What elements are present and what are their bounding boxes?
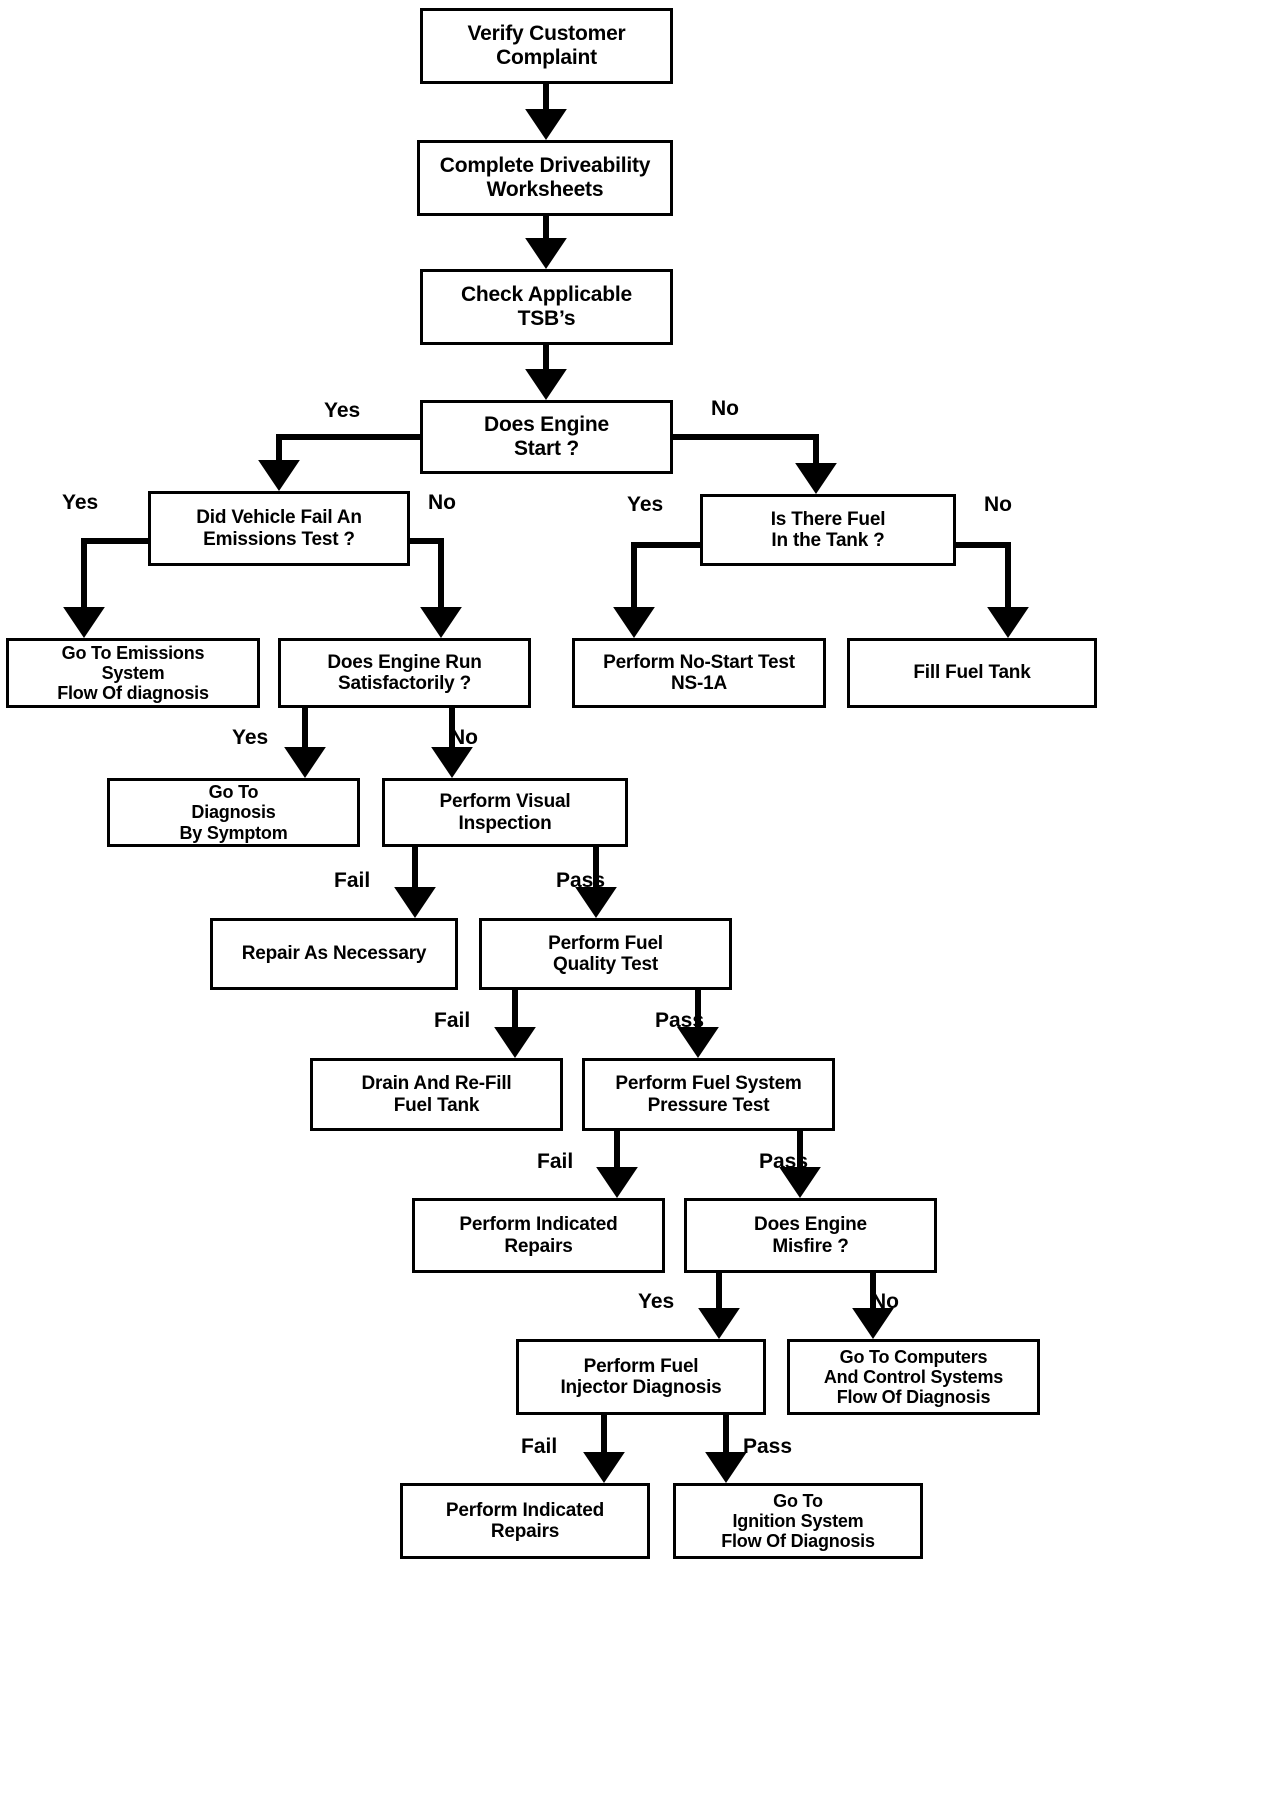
connector-e9 xyxy=(956,542,1029,638)
node-label-no_start_test: Perform No-Start Test NS-1A xyxy=(603,651,795,694)
node-fuel_in_tank[interactable]: Is There Fuel In the Tank ? xyxy=(700,494,956,566)
node-label-fuel_pressure_test: Perform Fuel System Pressure Test xyxy=(615,1073,802,1116)
edge-label-lbl_yes_misfire: Yes xyxy=(638,1290,675,1313)
node-goto_ignition[interactable]: Go To Ignition System Flow Of Diagnosis xyxy=(673,1483,923,1559)
node-label-repair_necessary: Repair As Necessary xyxy=(241,943,427,965)
node-label-check_tsb: Check Applicable TSB’s xyxy=(460,283,633,330)
node-label-goto_ignition: Go To Ignition System Flow Of Diagnosis xyxy=(721,1490,875,1552)
node-fuel_quality_test[interactable]: Perform Fuel Quality Test xyxy=(479,918,732,990)
node-indicated_repairs_1[interactable]: Perform Indicated Repairs xyxy=(412,1198,665,1273)
node-label-goto_computers: Go To Computers And Control Systems Flow… xyxy=(823,1346,1004,1408)
edge-label-lbl_fail_quality: Fail xyxy=(434,1009,471,1032)
connector-e7 xyxy=(410,538,462,638)
node-label-verify_complaint: Verify Customer Complaint xyxy=(467,22,626,69)
node-label-driveability_sheets: Complete Driveability Worksheets xyxy=(439,154,651,201)
edge-label-lbl_yes_emissions: Yes xyxy=(62,491,99,514)
node-label-fuel_quality_test: Perform Fuel Quality Test xyxy=(548,932,663,975)
node-label-fuel_in_tank: Is There Fuel In the Tank ? xyxy=(770,508,886,551)
node-engine_run_sat[interactable]: Does Engine Run Satisfactorily ? xyxy=(278,638,531,708)
connector-e5 xyxy=(673,434,837,494)
edge-label-lbl_fail_inj: Fail xyxy=(521,1435,558,1458)
node-label-engine_run_sat: Does Engine Run Satisfactorily ? xyxy=(327,651,482,694)
connector-e6 xyxy=(63,538,148,638)
node-label-visual_inspection: Perform Visual Inspection xyxy=(439,791,571,834)
node-driveability_sheets[interactable]: Complete Driveability Worksheets xyxy=(417,140,673,216)
node-goto_emissions[interactable]: Go To Emissions System Flow Of diagnosis xyxy=(6,638,260,708)
node-emissions_fail[interactable]: Did Vehicle Fail An Emissions Test ? xyxy=(148,491,410,566)
edge-label-lbl_no_emissions: No xyxy=(428,491,456,514)
connector-e8 xyxy=(613,542,700,638)
node-label-goto_symptom: Go To Diagnosis By Symptom xyxy=(179,782,288,843)
node-drain_refill[interactable]: Drain And Re-Fill Fuel Tank xyxy=(310,1058,563,1131)
node-label-drain_refill: Drain And Re-Fill Fuel Tank xyxy=(361,1073,512,1116)
node-label-engine_misfire: Does Engine Misfire ? xyxy=(754,1214,867,1257)
node-verify_complaint[interactable]: Verify Customer Complaint xyxy=(420,8,673,84)
node-check_tsb[interactable]: Check Applicable TSB’s xyxy=(420,269,673,345)
node-label-engine_start: Does Engine Start ? xyxy=(484,413,609,460)
edge-label-lbl_pass_visual: Pass xyxy=(556,869,606,892)
node-visual_inspection[interactable]: Perform Visual Inspection xyxy=(382,778,628,847)
node-engine_misfire[interactable]: Does Engine Misfire ? xyxy=(684,1198,937,1273)
node-fill_fuel_tank[interactable]: Fill Fuel Tank xyxy=(847,638,1097,708)
node-injector_diagnosis[interactable]: Perform Fuel Injector Diagnosis xyxy=(516,1339,766,1415)
node-label-indicated_repairs_2: Perform Indicated Repairs xyxy=(445,1499,605,1542)
node-label-injector_diagnosis: Perform Fuel Injector Diagnosis xyxy=(560,1355,722,1398)
edge-label-lbl_yes_start: Yes xyxy=(324,399,361,422)
edge-label-lbl_no_run: No xyxy=(450,726,478,749)
edge-label-lbl_yes_run: Yes xyxy=(232,726,269,749)
node-no_start_test[interactable]: Perform No-Start Test NS-1A xyxy=(572,638,826,708)
edge-label-lbl_no_start: No xyxy=(711,397,739,420)
edge-label-lbl_fail_visual: Fail xyxy=(334,869,371,892)
node-label-goto_emissions: Go To Emissions System Flow Of diagnosis xyxy=(57,642,209,704)
edge-label-lbl_pass_quality: Pass xyxy=(655,1009,705,1032)
node-label-fill_fuel_tank: Fill Fuel Tank xyxy=(913,662,1031,684)
edge-label-lbl_no_fuel: No xyxy=(984,493,1012,516)
node-label-emissions_fail: Did Vehicle Fail An Emissions Test ? xyxy=(196,507,362,550)
edge-label-lbl_no_misfire: No xyxy=(871,1290,899,1313)
node-fuel_pressure_test[interactable]: Perform Fuel System Pressure Test xyxy=(582,1058,835,1131)
connector-e4 xyxy=(258,434,420,491)
edge-label-lbl_pass_inj: Pass xyxy=(743,1435,793,1458)
node-goto_computers[interactable]: Go To Computers And Control Systems Flow… xyxy=(787,1339,1040,1415)
node-repair_necessary[interactable]: Repair As Necessary xyxy=(210,918,458,990)
node-label-indicated_repairs_1: Perform Indicated Repairs xyxy=(459,1214,618,1257)
edge-label-lbl_pass_press: Pass xyxy=(759,1150,809,1173)
node-indicated_repairs_2[interactable]: Perform Indicated Repairs xyxy=(400,1483,650,1559)
node-goto_symptom[interactable]: Go To Diagnosis By Symptom xyxy=(107,778,360,847)
edge-label-lbl_fail_press: Fail xyxy=(537,1150,574,1173)
node-engine_start[interactable]: Does Engine Start ? xyxy=(420,400,673,474)
edge-label-lbl_yes_fuel: Yes xyxy=(627,493,664,516)
